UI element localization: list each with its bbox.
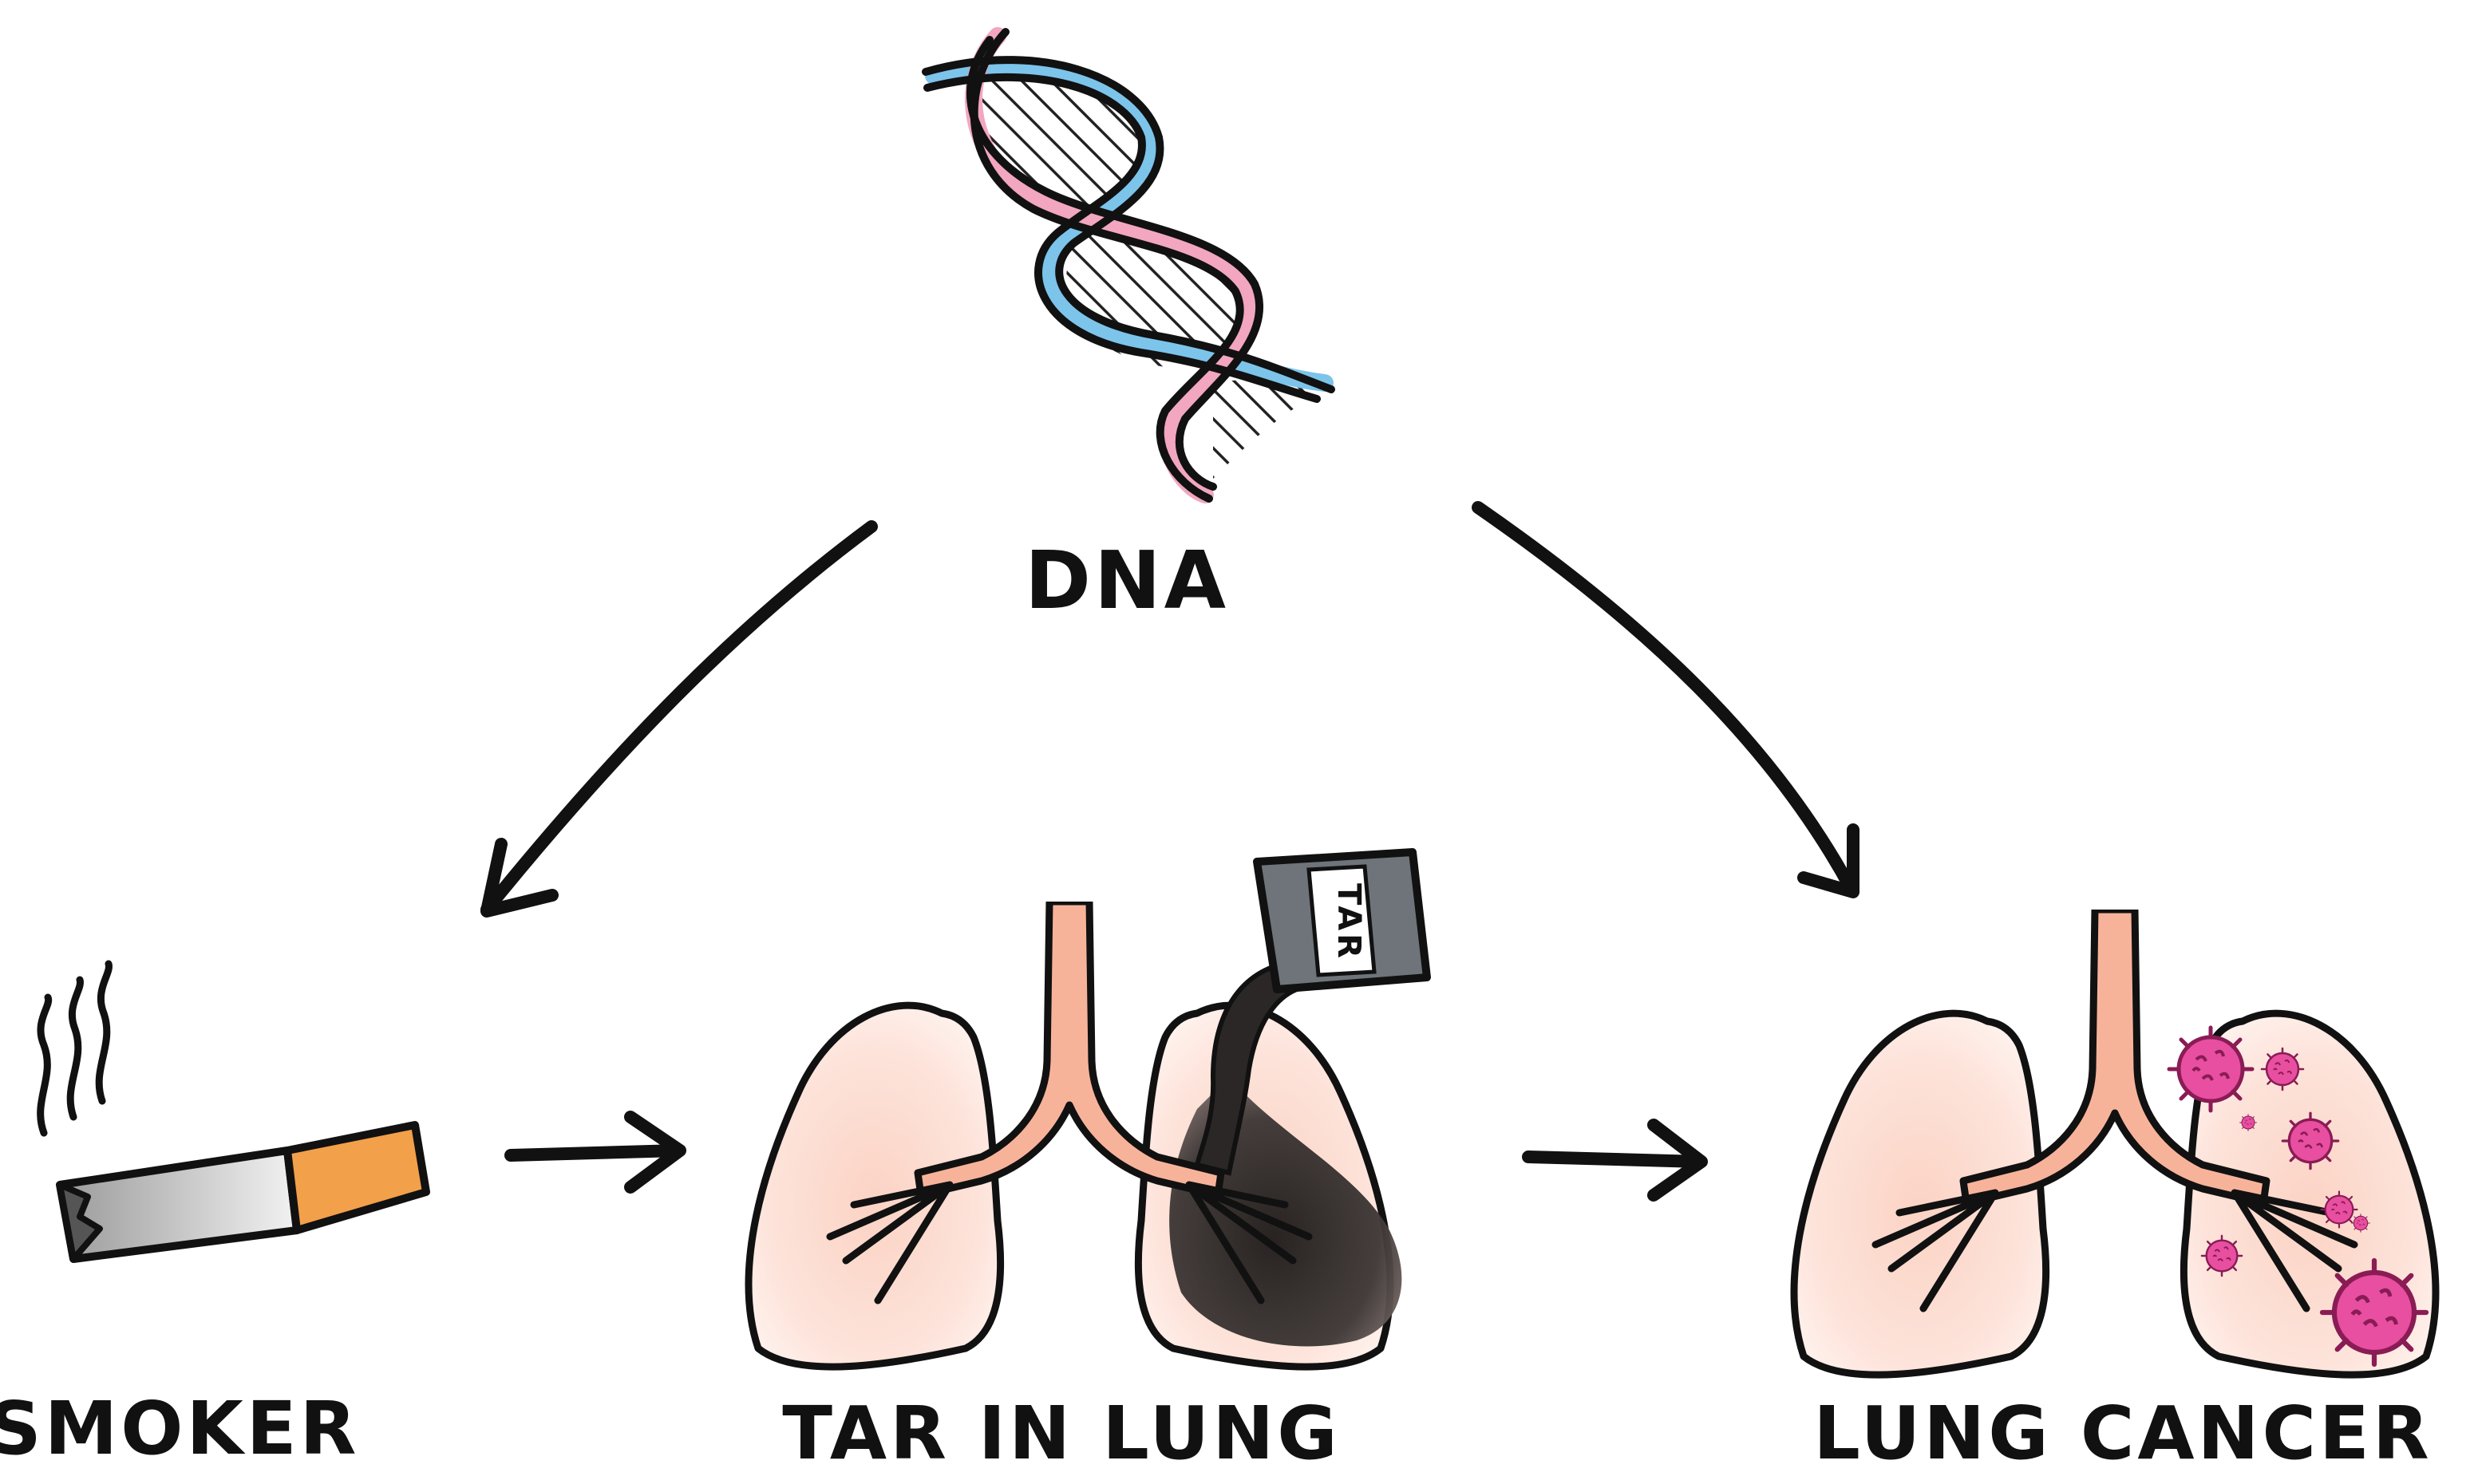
arrow-smoker-to-tar	[504, 1111, 686, 1194]
dna-label: DNA	[1025, 534, 1229, 627]
cancer-lung-icon	[1794, 910, 2436, 1375]
cancer-cell-icon	[2239, 1114, 2257, 1131]
cancer-cell-icon	[2200, 1234, 2243, 1277]
cancer-cell-icon	[2320, 1190, 2358, 1229]
cigarette-icon	[37, 960, 430, 1263]
smoker-label: SMOKER	[0, 1386, 360, 1471]
arrow-dna-to-smoker	[480, 520, 878, 918]
tar-can-icon	[1253, 848, 1431, 993]
tar-can-label: TAR	[1330, 883, 1367, 961]
lung-cancer-label: LUNG CANCER	[1813, 1391, 2433, 1476]
tar-lung-icon	[749, 902, 1402, 1367]
tar-in-lung-label: TAR IN LUNG	[782, 1391, 1341, 1476]
cancer-cell-icon	[2281, 1111, 2340, 1170]
arrow-tar-to-cancer	[1522, 1119, 1708, 1202]
cancer-cell-icon	[2260, 1047, 2305, 1091]
arrow-dna-to-lung-cancer	[1472, 501, 1859, 898]
cancer-cell-icon	[2322, 1261, 2426, 1364]
dna-icon	[922, 27, 1335, 503]
cancer-cell-icon	[2351, 1214, 2370, 1233]
cancer-cell-icon	[2169, 1028, 2252, 1111]
